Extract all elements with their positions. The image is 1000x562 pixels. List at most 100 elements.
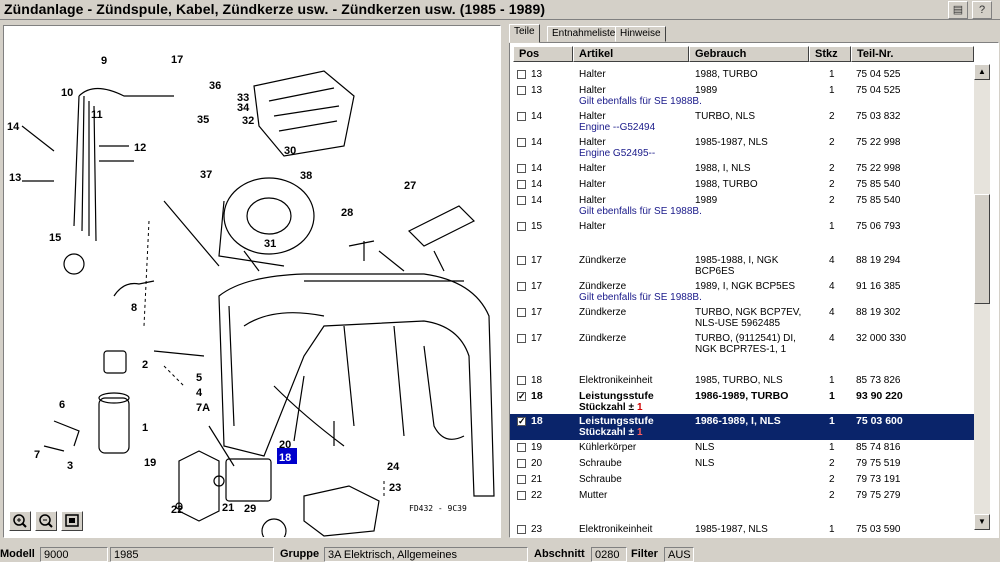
modell-field[interactable]: 9000 [40,547,108,562]
diagram-label-13[interactable]: 13 [9,172,21,184]
print-icon[interactable]: ▤ [948,1,968,19]
diagram-label-31[interactable]: 31 [264,238,276,250]
diagram-label-34[interactable]: 34 [237,102,250,114]
diagram-label-7[interactable]: 7 [34,449,40,461]
diagram-label-6[interactable]: 6 [59,399,65,411]
diagram-label-30[interactable]: 30 [284,145,296,157]
diagram-label-28[interactable]: 28 [341,207,353,219]
row-checkbox[interactable] [517,112,526,121]
diagram-label-5[interactable]: 5 [196,372,202,384]
zoom-in-icon[interactable] [9,511,31,531]
fit-window-icon[interactable] [61,511,83,531]
row-checkbox[interactable] [517,196,526,205]
diagram-label-29[interactable]: 29 [244,503,256,515]
diagram-label-12[interactable]: 12 [134,142,146,154]
diagram-label-24[interactable]: 24 [387,461,400,473]
pane-splitter[interactable] [502,22,508,540]
row-checkbox[interactable] [517,180,526,189]
diagram-label-4[interactable]: 4 [196,387,203,399]
diagram-label-7a[interactable]: 7A [196,402,210,414]
row-checkbox[interactable] [517,475,526,484]
row-checkbox[interactable] [517,70,526,79]
diagram-label-23[interactable]: 23 [389,482,401,494]
column-header-teilnr[interactable]: Teil-Nr. [851,46,974,62]
diagram-label-9[interactable]: 9 [101,55,107,67]
diagram-label-17[interactable]: 17 [171,54,183,66]
diagram-label-20[interactable]: 20 [279,439,291,451]
row-checkbox[interactable] [517,138,526,147]
row-checkbox[interactable]: ✓ [517,416,526,426]
row-checkbox[interactable] [517,86,526,95]
diagram-label-38[interactable]: 38 [300,170,312,182]
row-checkbox[interactable] [517,376,526,385]
tab-teile[interactable]: Teile [509,24,540,43]
row-checkbox[interactable] [517,334,526,343]
column-header-gebrauch[interactable]: Gebrauch [689,46,809,62]
row-checkbox[interactable] [517,282,526,291]
scroll-thumb[interactable] [974,194,990,304]
zoom-out-icon[interactable] [35,511,57,531]
column-header-pos[interactable]: Pos [513,46,573,62]
row-checkbox[interactable] [517,256,526,265]
filter-field[interactable]: AUS [664,547,694,562]
row-checkbox[interactable] [517,308,526,317]
diagram-label-22[interactable]: 22 [171,504,183,516]
diagram-label-33[interactable]: 33 [237,92,249,104]
diagram-label-15[interactable]: 15 [49,232,61,244]
diagram-label-14[interactable]: 14 [7,121,20,133]
diagram-label-18[interactable]: 18 [279,452,291,464]
tab-entnahmeliste[interactable]: Entnahmeliste [547,26,621,42]
row-checkbox[interactable]: ✓ [517,391,526,401]
diagram-label-36[interactable]: 36 [209,80,221,92]
diagram-label-2[interactable]: 2 [142,359,148,371]
vertical-scrollbar[interactable]: ▲ ▼ [974,64,990,530]
diagram-label-1[interactable]: 1 [142,422,148,434]
diagram-label-35[interactable]: 35 [197,114,209,126]
help-icon[interactable]: ? [972,1,992,19]
diagram-label-11[interactable]: 11 [91,109,103,121]
diagram-label-27[interactable]: 27 [404,180,416,192]
column-header-artikel[interactable]: Artikel [573,46,689,62]
scroll-up-icon[interactable]: ▲ [974,64,990,80]
year-field[interactable]: 1985 [110,547,274,562]
row-checkbox[interactable] [517,491,526,500]
diagram-label-10[interactable]: 10 [61,87,73,99]
column-header-stkz[interactable]: Stkz [809,46,851,62]
gruppe-field[interactable]: 3A Elektrisch, Allgemeines [324,547,528,562]
row-checkbox[interactable] [517,443,526,452]
diagram-label-37[interactable]: 37 [200,169,212,181]
diagram-label-8[interactable]: 8 [131,302,137,314]
diagram-label-21[interactable]: 21 [222,502,234,514]
diagram-label-3[interactable]: 3 [67,460,73,472]
row-checkbox[interactable] [517,164,526,173]
scroll-down-icon[interactable]: ▼ [974,514,990,530]
row-checkbox[interactable] [517,459,526,468]
diagram-label-19[interactable]: 19 [144,457,156,469]
diagram-label-32[interactable]: 32 [242,115,254,127]
row-checkbox[interactable] [517,222,526,231]
tab-hinweise[interactable]: Hinweise [615,26,666,42]
exploded-diagram[interactable]: 1 2 3 4 5 6 7 7A 8 9 10 11 12 13 14 15 1… [3,25,501,538]
row-checkbox[interactable] [517,525,526,534]
abschnitt-field[interactable]: 0280 [591,547,627,562]
